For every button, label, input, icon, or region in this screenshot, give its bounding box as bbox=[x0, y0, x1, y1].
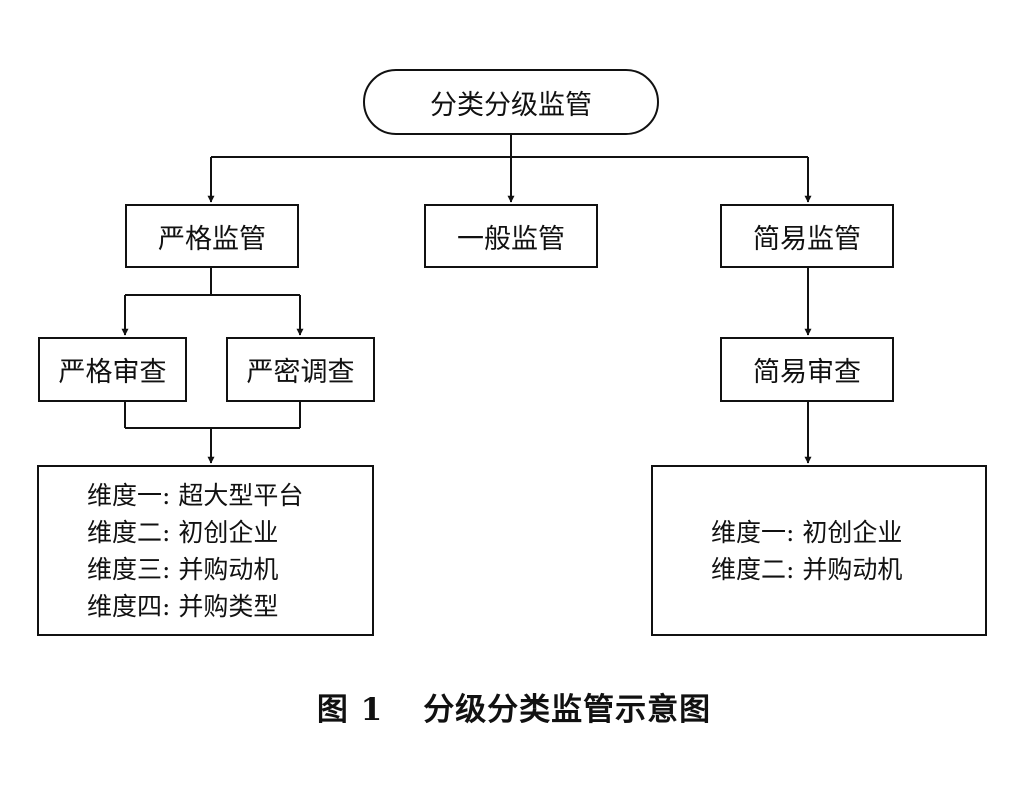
figure-caption: 图 1 分级分类监管示意图 bbox=[0, 684, 1028, 729]
simple-dimension-1: 维度一: 初创企业 bbox=[711, 517, 903, 547]
simple-supervision-label: 简易监管 bbox=[753, 223, 861, 255]
figure-title: 分级分类监管示意图 bbox=[423, 692, 712, 728]
strict-investigation-label: 严密调查 bbox=[246, 357, 355, 388]
root-label: 分类分级监管 bbox=[430, 89, 592, 121]
strict-dimension-2: 维度二: 初创企业 bbox=[87, 517, 279, 547]
strict-supervision-label: 严格监管 bbox=[158, 223, 266, 255]
general-supervision-label: 一般监管 bbox=[457, 223, 565, 255]
strict-review-label: 严格审查 bbox=[58, 357, 167, 388]
simple-dimension-2: 维度二: 并购动机 bbox=[711, 554, 903, 584]
figure-number: 图 1 bbox=[316, 692, 384, 728]
general-supervision-node: 一般监管 bbox=[424, 204, 598, 268]
simple-supervision-node: 简易监管 bbox=[720, 204, 894, 268]
strict-supervision-node: 严格监管 bbox=[125, 204, 299, 268]
strict-investigation-node: 严密调查 bbox=[226, 337, 375, 402]
root-node: 分类分级监管 bbox=[363, 69, 659, 135]
strict-dimension-1: 维度一: 超大型平台 bbox=[87, 480, 304, 510]
strict-dimensions-box: 维度一: 超大型平台 维度二: 初创企业 维度三: 并购动机 维度四: 并购类型 bbox=[37, 465, 374, 636]
strict-dimension-3: 维度三: 并购动机 bbox=[87, 554, 279, 584]
strict-review-node: 严格审查 bbox=[38, 337, 187, 402]
simple-dimensions-box: 维度一: 初创企业 维度二: 并购动机 bbox=[651, 465, 987, 636]
simple-review-label: 简易审查 bbox=[753, 357, 861, 388]
simple-review-node: 简易审查 bbox=[720, 337, 894, 402]
strict-dimension-4: 维度四: 并购类型 bbox=[87, 591, 279, 621]
